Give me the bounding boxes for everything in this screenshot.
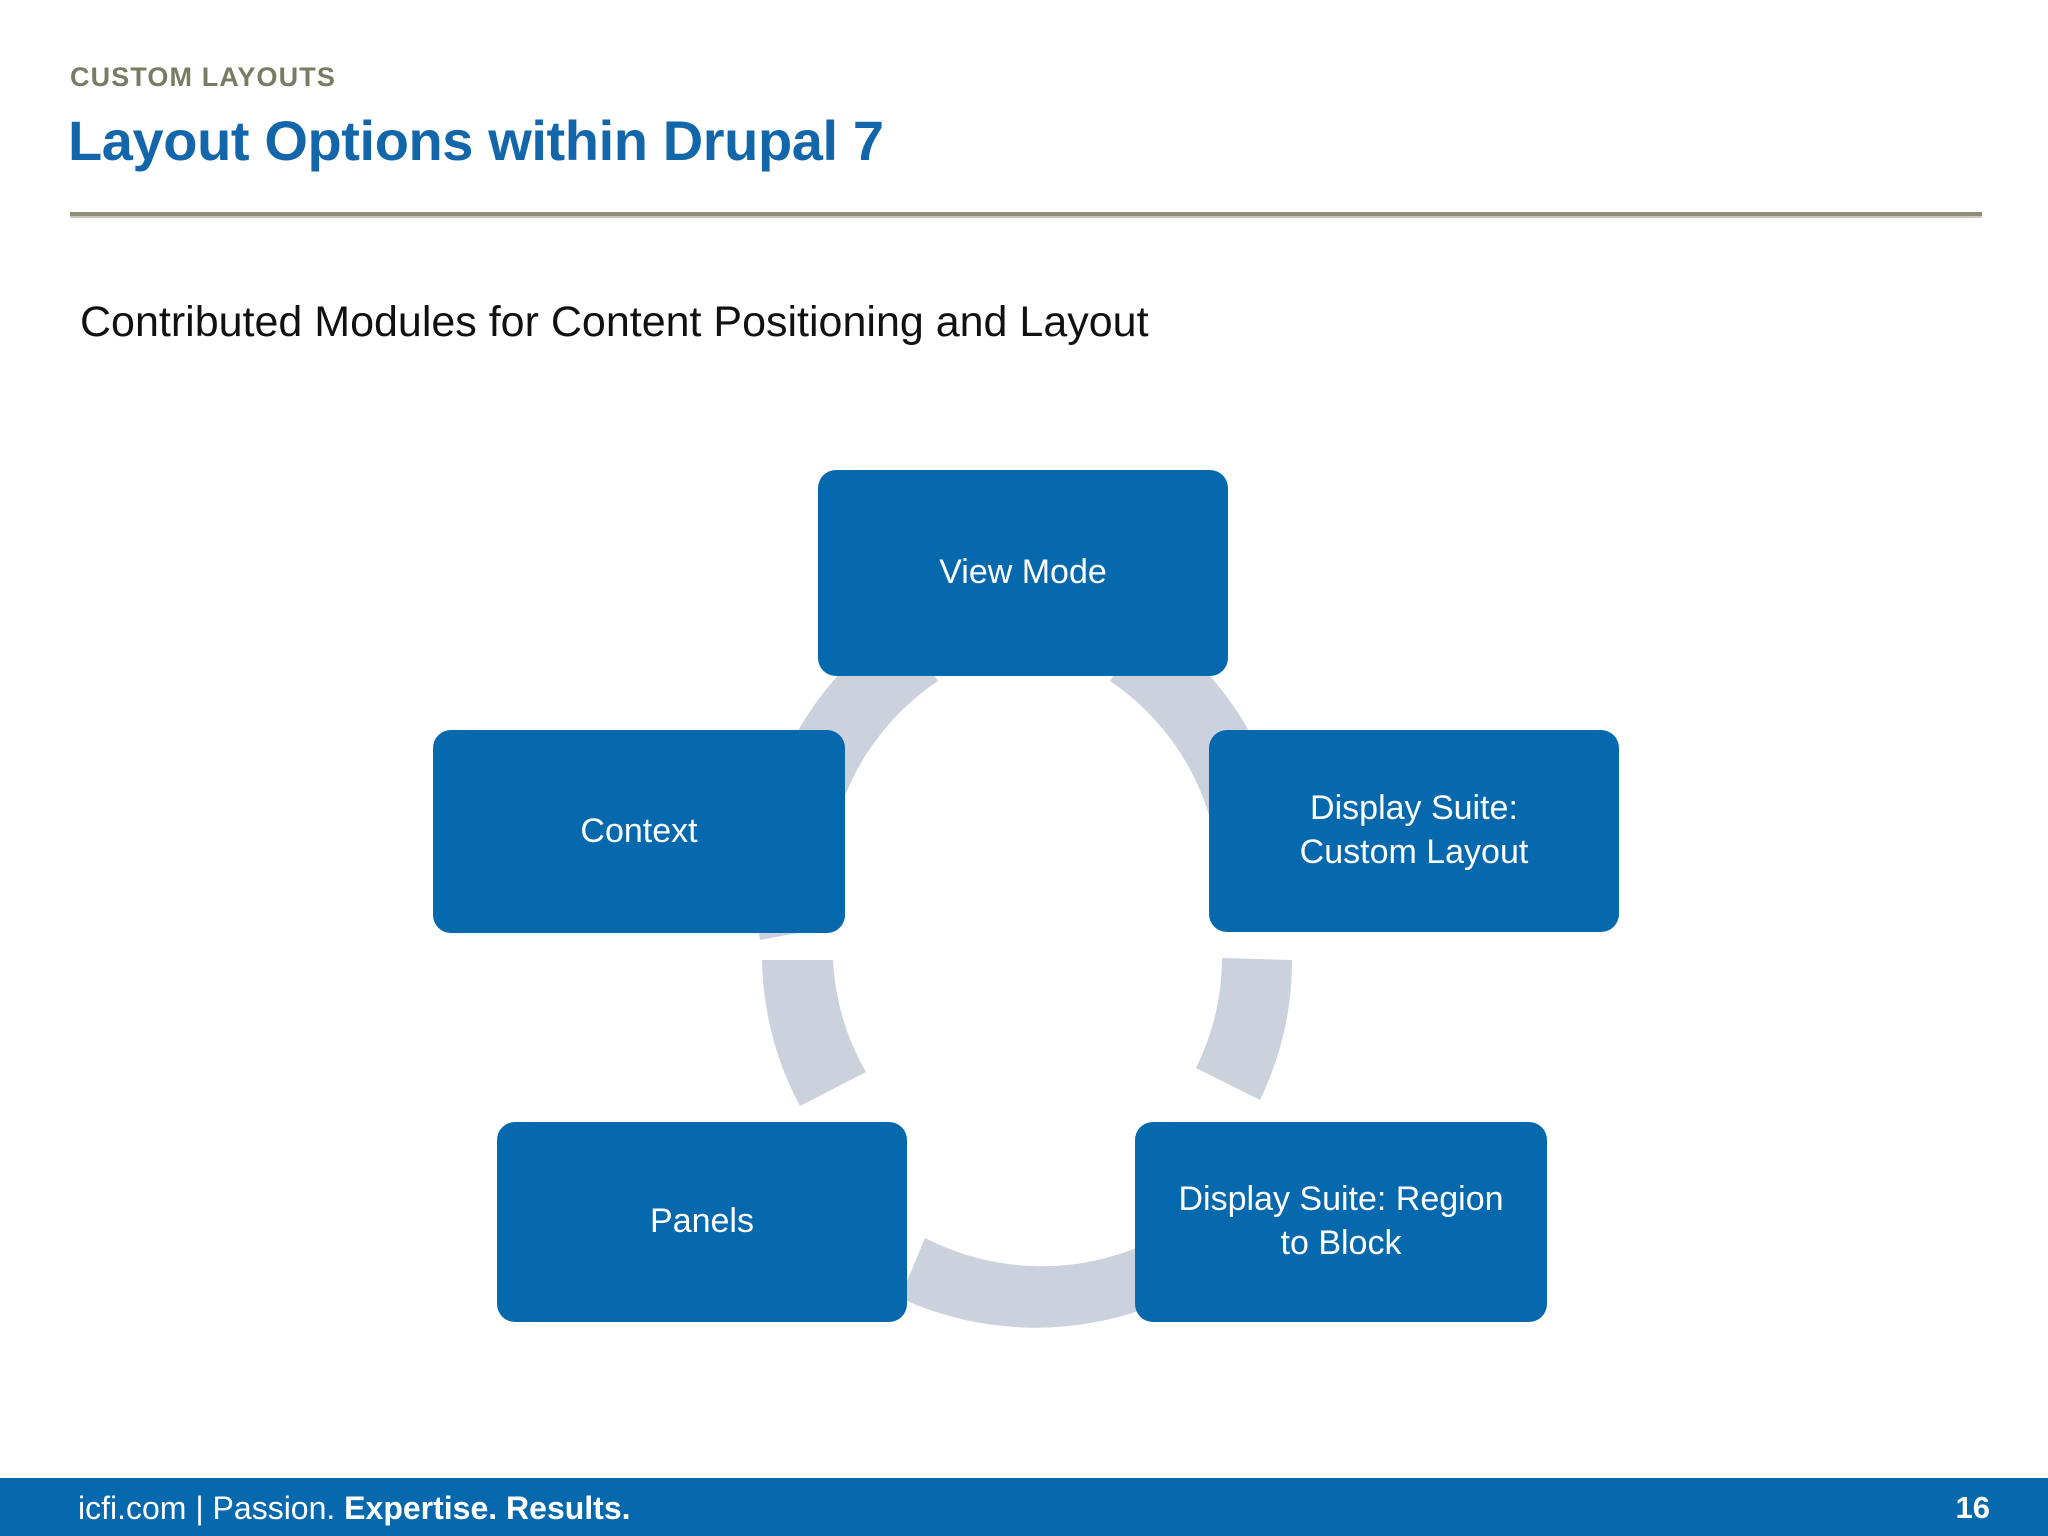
title-divider-shadow: [70, 216, 1982, 218]
cycle-node-label: Display Suite: Custom Layout: [1300, 787, 1529, 874]
cycle-node-context[interactable]: Context: [433, 730, 845, 933]
footer-bar: [0, 1478, 2048, 1536]
cycle-node-label: View Mode: [939, 553, 1107, 592]
cycle-node-label-line2: Custom Layout: [1299, 833, 1529, 871]
cycle-node-display-suite-custom-layout[interactable]: Display Suite: Custom Layout: [1209, 730, 1619, 932]
section-subtitle: Contributed Modules for Content Position…: [80, 298, 1149, 346]
cycle-node-label: Context: [580, 811, 698, 850]
arc-context-to-panels: [762, 960, 866, 1106]
slide-eyebrow: CUSTOM LAYOUTS: [70, 62, 336, 92]
cycle-node-view-mode[interactable]: View Mode: [818, 470, 1228, 676]
title-divider: [70, 212, 1982, 216]
cycle-node-label: Panels: [650, 1202, 754, 1241]
page-title: Layout Options within Drupal 7: [68, 109, 884, 172]
cycle-node-label: Display Suite: Region to Block: [1178, 1178, 1503, 1265]
cycle-node-display-suite-region-to-block[interactable]: Display Suite: Region to Block: [1135, 1122, 1547, 1322]
page-number: 16: [1955, 1490, 1990, 1525]
footer-tagline-bold: Expertise. Results.: [344, 1490, 631, 1526]
cycle-diagram: View Mode Display Suite: Custom Layout D…: [0, 400, 2048, 1420]
cycle-node-label-line1: Display Suite: Region: [1178, 1180, 1504, 1219]
cycle-node-panels[interactable]: Panels: [497, 1122, 907, 1322]
footer-brand: icfi.com: [78, 1490, 187, 1526]
arc-dscustom-to-dsregion: [1196, 958, 1293, 1100]
footer-tagline-light: Passion.: [212, 1490, 336, 1526]
cycle-node-label-line1: Display Suite:: [1310, 789, 1518, 828]
footer-separator-bar: |: [195, 1490, 204, 1526]
footer-branding: icfi.com | Passion. Expertise. Results.: [78, 1492, 631, 1524]
cycle-node-label-line2: to Block: [1280, 1224, 1402, 1262]
footer-separator: [186, 1490, 195, 1526]
arc-panels-to-dsregion: [900, 1238, 1155, 1328]
